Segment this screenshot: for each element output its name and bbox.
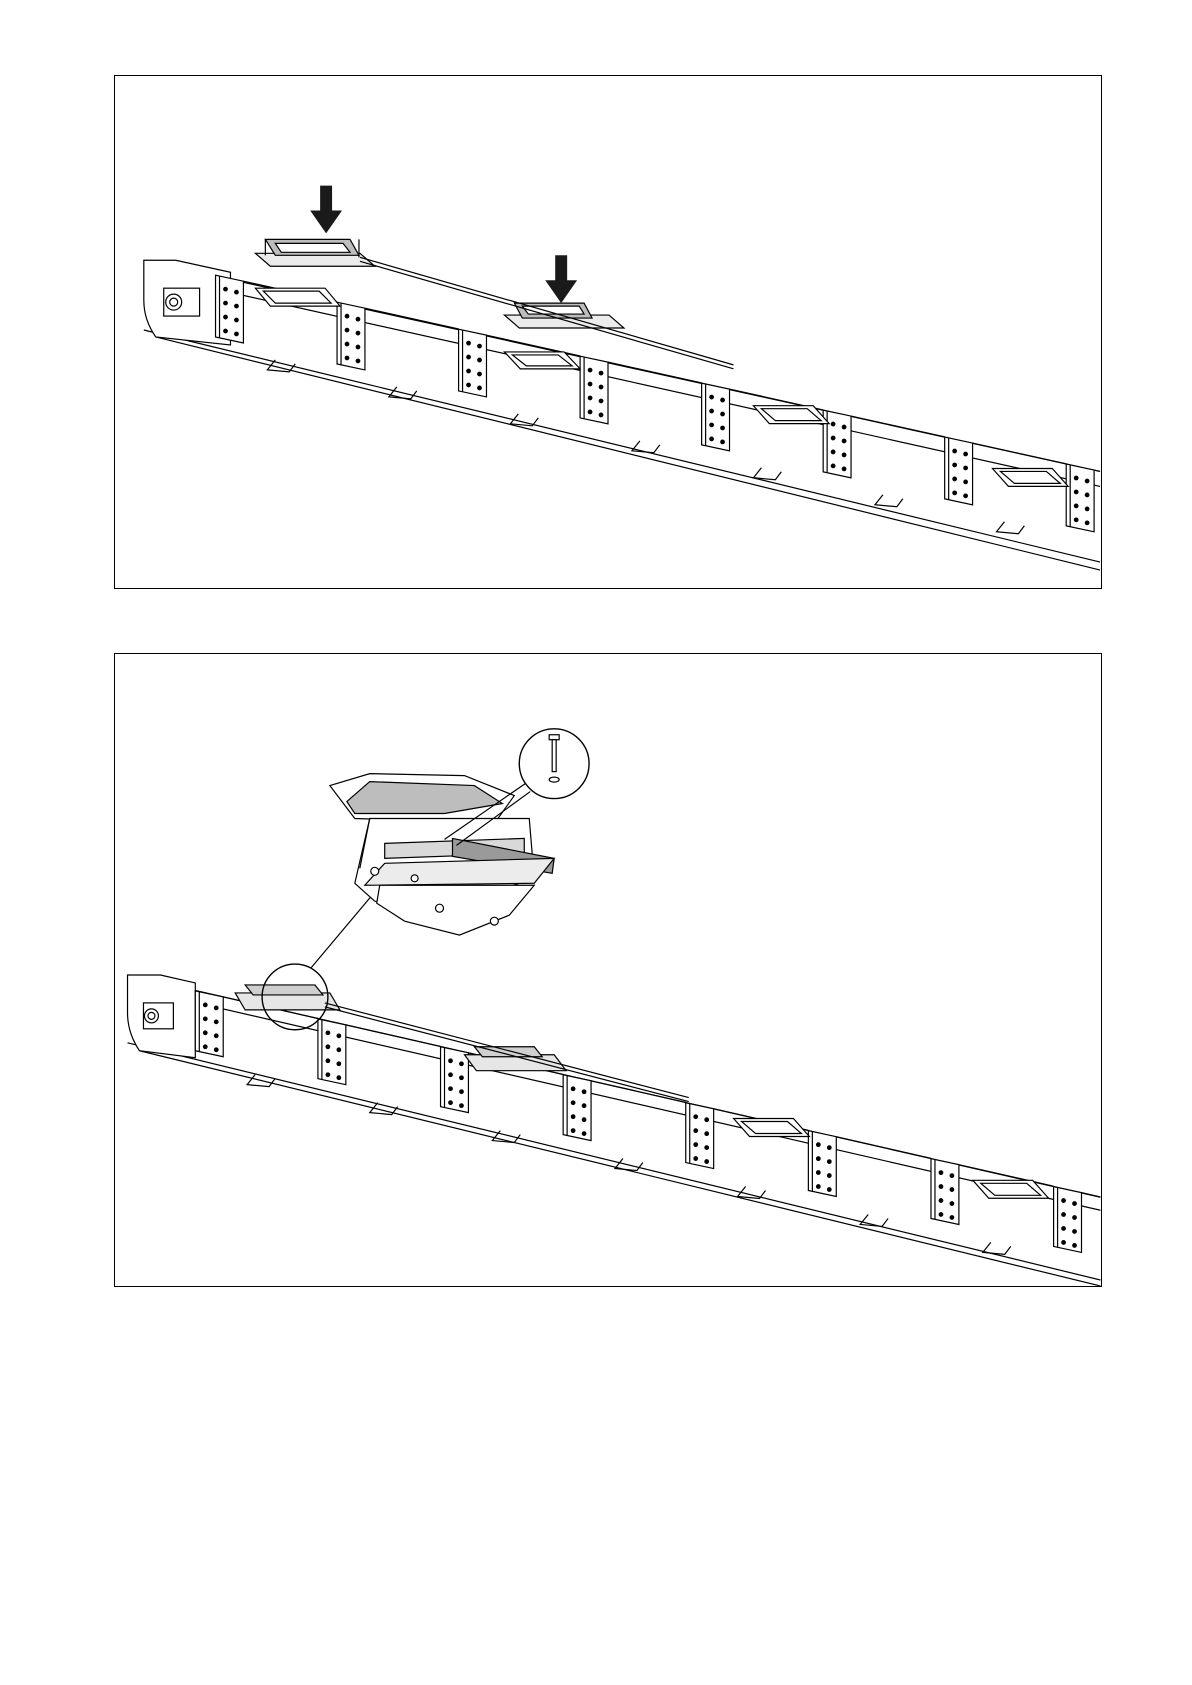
inlet-gate-1 [255, 239, 375, 266]
support-foot [875, 495, 903, 507]
joint-plate [1054, 1187, 1101, 1253]
joint-plate [823, 410, 945, 478]
support-foot [632, 441, 660, 453]
joint-plate [580, 356, 702, 424]
down-arrow-icon [545, 255, 577, 303]
conveyor-drawing-2 [115, 654, 1101, 1286]
joint-plate [337, 302, 459, 370]
installed-gate-1 [235, 985, 340, 1010]
support-foot [983, 1242, 1011, 1254]
joint-plates [216, 275, 1101, 532]
joint-plates [195, 991, 1101, 1252]
support-feet [267, 360, 1024, 534]
conveyor-body [144, 260, 1100, 570]
support-foot [753, 468, 781, 480]
joint-plate [808, 1131, 931, 1197]
installed-gate-2 [464, 1047, 566, 1071]
figure-1-frame [114, 75, 1102, 589]
conveyor-drawing-1 [115, 76, 1101, 588]
down-arrow-icon [310, 186, 342, 234]
joint-plate [216, 275, 338, 343]
inlet-openings [734, 1119, 1049, 1199]
detail-view [330, 774, 554, 935]
joint-plate [1066, 464, 1101, 532]
figure-2-frame [114, 653, 1102, 1287]
support-foot [996, 522, 1024, 534]
